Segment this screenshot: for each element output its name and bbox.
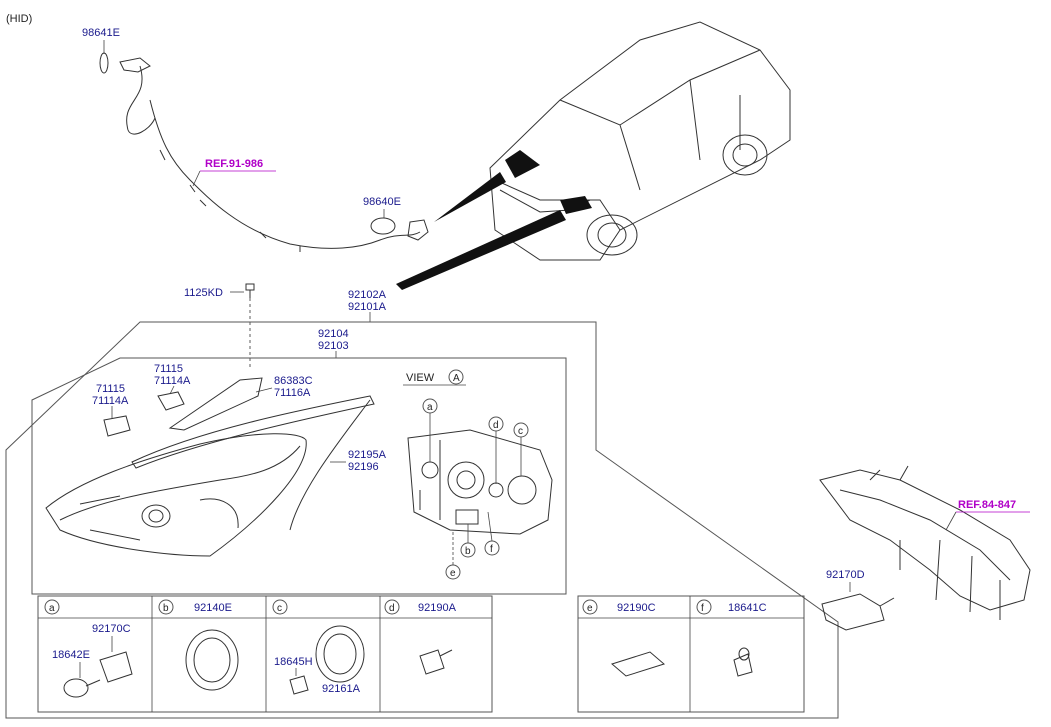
bottom-panel-group-right xyxy=(577,595,805,713)
ref-84-847-link[interactable]: REF.84-847 xyxy=(958,499,1016,511)
trim-strip-part xyxy=(131,395,375,469)
panel-d-letter: d xyxy=(389,603,395,614)
bracket-upper-part xyxy=(157,391,185,411)
callout-wedge-lower xyxy=(396,210,566,290)
label-92102a: 92102A xyxy=(348,289,387,301)
bottom-panel-group-left xyxy=(37,595,493,713)
label-92170d: 92170D xyxy=(826,569,865,581)
bolt-part xyxy=(245,283,255,370)
panel-b-letter: b xyxy=(163,603,169,614)
outer-assembly-frame xyxy=(5,321,839,719)
callout-b: b xyxy=(465,546,471,557)
callout-d: d xyxy=(493,420,499,431)
label-92140e: 92140E xyxy=(194,602,232,614)
label-92195a: 92195A xyxy=(348,449,387,461)
label-1125kd: 1125KD xyxy=(184,287,223,299)
panel-d-parts xyxy=(419,649,453,675)
panel-e-part xyxy=(610,651,666,677)
cap-part xyxy=(370,217,396,235)
label-92190a: 92190A xyxy=(418,602,457,614)
ref-91-986-link[interactable]: REF.91-986 xyxy=(205,158,263,170)
panel-c-parts xyxy=(289,625,365,695)
panel-a-parts xyxy=(63,636,133,698)
bracket-lower-part xyxy=(103,415,131,437)
vehicle-illustration xyxy=(489,21,791,261)
label-71115-upper: 71115 xyxy=(154,363,183,375)
inner-lamp-frame xyxy=(31,357,567,595)
callout-e: e xyxy=(450,568,456,579)
label-92161a: 92161A xyxy=(322,683,361,695)
headlamp-assembly-part xyxy=(45,433,307,557)
headlamp-rear-view xyxy=(407,429,553,535)
panel-f-letter: f xyxy=(701,603,704,614)
control-module-part xyxy=(821,593,895,631)
bracket-right-part xyxy=(168,377,263,431)
label-71114a-lower: 71114A xyxy=(92,395,129,407)
variant-label: (HID) xyxy=(6,13,32,25)
view-label: VIEW xyxy=(406,372,435,384)
label-71116a: 71116A xyxy=(274,387,311,399)
label-98640e: 98640E xyxy=(363,196,401,208)
label-18641c: 18641C xyxy=(728,602,767,614)
cowl-crossmember-part xyxy=(819,465,1031,620)
label-92170c: 92170C xyxy=(92,623,131,635)
callout-c: c xyxy=(518,426,523,437)
label-92190c: 92190C xyxy=(617,602,656,614)
headlamp-washer-hose xyxy=(119,57,429,252)
panel-b-parts xyxy=(185,629,239,691)
washer-cap-part xyxy=(99,52,109,74)
label-18645h: 18645H xyxy=(274,656,313,668)
label-71114a-upper: 71114A xyxy=(154,375,191,387)
callout-f: f xyxy=(490,544,493,555)
view-letter: A xyxy=(453,373,460,384)
panel-f-parts xyxy=(733,647,753,677)
label-71115-lower: 71115 xyxy=(96,383,125,395)
callout-a: a xyxy=(427,402,433,413)
panel-c-letter: c xyxy=(277,603,282,614)
callout-wedge-upper xyxy=(434,172,506,222)
label-86383c: 86383C xyxy=(274,375,313,387)
panel-a-letter: a xyxy=(49,603,55,614)
label-92103: 92103 xyxy=(318,340,349,352)
panel-e-letter: e xyxy=(587,603,593,614)
label-92104: 92104 xyxy=(318,328,349,340)
label-92101a: 92101A xyxy=(348,301,387,313)
label-92196: 92196 xyxy=(348,461,379,473)
label-98641e: 98641E xyxy=(82,27,120,39)
label-18642e: 18642E xyxy=(52,649,90,661)
